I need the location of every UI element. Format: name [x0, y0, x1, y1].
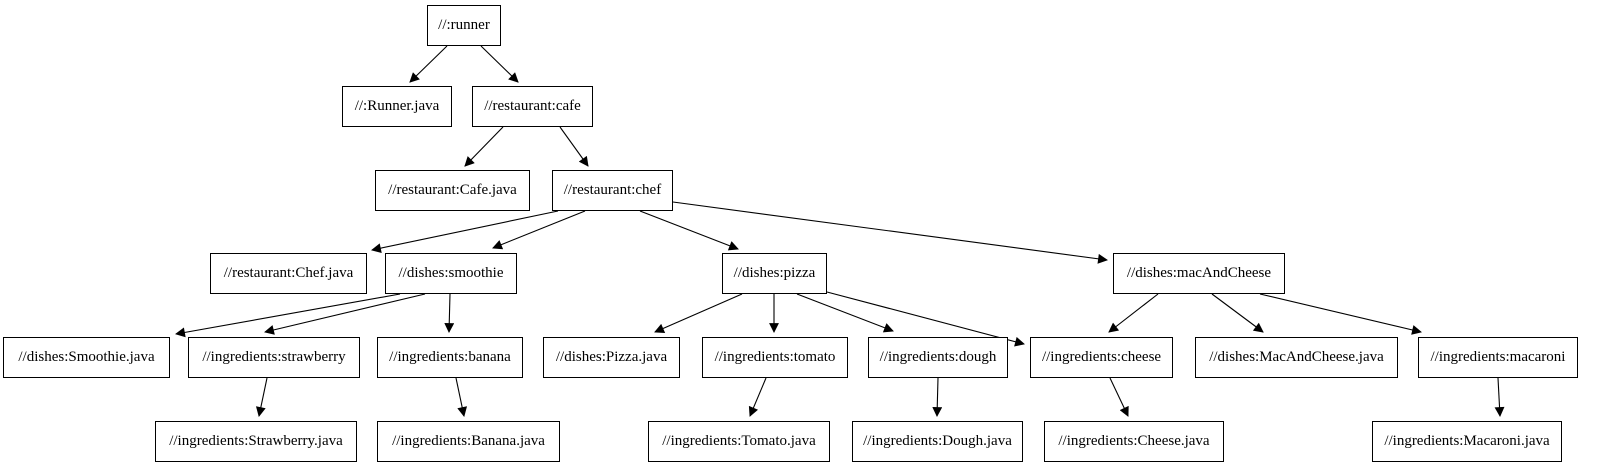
edge-smoothie-to-smoothie-java [175, 293, 401, 338]
node-macaroni: //ingredients:macaroni [1418, 337, 1578, 378]
edge-smoothie-to-banana [444, 293, 455, 333]
edge-dough-to-dough-java [932, 377, 943, 417]
node-chef: //restaurant:chef [552, 170, 673, 211]
edge-strawberry-to-strawberry-java [255, 377, 268, 417]
edge-cafe-to-cafe-java [464, 126, 504, 167]
node-smoothie: //dishes:smoothie [385, 253, 517, 294]
edge-chef-to-pizza [639, 210, 739, 251]
node-banana-java: //ingredients:Banana.java [377, 421, 560, 462]
edge-mac-and-cheese-to-mac-and-cheese-java [1211, 293, 1264, 333]
node-cafe-java: //restaurant:Cafe.java [375, 170, 530, 211]
node-strawberry-java: //ingredients:Strawberry.java [155, 421, 357, 462]
edge-pizza-to-dough [796, 293, 894, 333]
node-strawberry: //ingredients:strawberry [188, 337, 360, 378]
node-cafe: //restaurant:cafe [472, 86, 593, 127]
edge-cafe-to-chef [559, 126, 589, 167]
node-runner-java: //:Runner.java [342, 86, 452, 127]
edge-banana-to-banana-java [455, 377, 468, 417]
edge-smoothie-to-strawberry [264, 293, 426, 335]
node-pizza-java: //dishes:Pizza.java [543, 337, 680, 378]
edge-tomato-to-tomato-java [748, 377, 767, 417]
node-dough-java: //ingredients:Dough.java [852, 421, 1023, 462]
node-banana: //ingredients:banana [377, 337, 523, 378]
node-cheese-java: //ingredients:Cheese.java [1044, 421, 1224, 462]
edge-macaroni-to-macaroni-java [1494, 377, 1505, 417]
edge-runner-to-runner-java [409, 45, 448, 83]
node-tomato: //ingredients:tomato [702, 337, 848, 378]
node-smoothie-java: //dishes:Smoothie.java [3, 337, 170, 378]
edge-runner-to-cafe [480, 45, 519, 83]
edge-mac-and-cheese-to-cheese [1108, 293, 1159, 333]
edge-pizza-to-pizza-java [654, 293, 743, 333]
node-chef-java: //restaurant:Chef.java [210, 253, 367, 294]
node-macaroni-java: //ingredients:Macaroni.java [1372, 421, 1562, 462]
edge-chef-to-smoothie [492, 210, 586, 250]
edge-cheese-to-cheese-java [1109, 377, 1129, 417]
node-tomato-java: //ingredients:Tomato.java [648, 421, 830, 462]
edge-mac-and-cheese-to-macaroni [1259, 293, 1422, 335]
edge-chef-to-mac-and-cheese [672, 201, 1108, 264]
node-pizza: //dishes:pizza [722, 253, 827, 294]
node-mac-and-cheese-java: //dishes:MacAndCheese.java [1195, 337, 1398, 378]
node-mac-and-cheese: //dishes:macAndCheese [1113, 253, 1285, 294]
edge-chef-to-chef-java [371, 210, 559, 254]
node-cheese: //ingredients:cheese [1030, 337, 1173, 378]
node-dough: //ingredients:dough [868, 337, 1008, 378]
node-runner: //:runner [427, 5, 501, 46]
